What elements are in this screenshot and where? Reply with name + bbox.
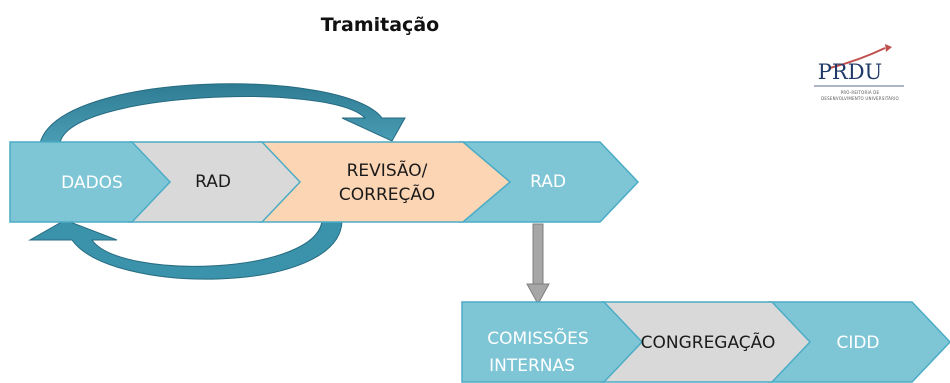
step-internas-label: INTERNAS [489,356,575,376]
step-dados [9,141,172,223]
step-cidd-label: CIDD [836,333,879,353]
step-rad-final-label: RAD [530,172,566,192]
logo-title: PRDU [817,60,883,84]
cycle-arrow-top [39,83,406,144]
step-revisao-label: REVISÃO/ [347,159,428,181]
connector-arrow-shaft [532,223,544,285]
logo-subtitle: DESENVOLVIMENTO UNIVERSITÁRIO [821,96,899,101]
logo-swoosh-icon [814,44,904,87]
prdu-logo: PRDU PRÓ-REITORIA DE DESENVOLVIMENTO UNI… [800,42,920,112]
step-comissoes-label: COMISSÕES [487,327,588,349]
cycle-arrow-bottom [28,219,343,280]
page-title: Tramitação [320,14,440,36]
step-correcao-label: CORREÇÃO [339,183,435,205]
step-dados-label: DADOS [61,173,123,193]
step-comissoes-internas [461,301,644,383]
connector-arrow-head-icon [526,283,550,306]
logo-subtitle: PRÓ-REITORIA DE [840,90,880,95]
step-congregacao-label: CONGREGAÇÃO [641,331,776,353]
step-rad-label: RAD [195,172,231,192]
